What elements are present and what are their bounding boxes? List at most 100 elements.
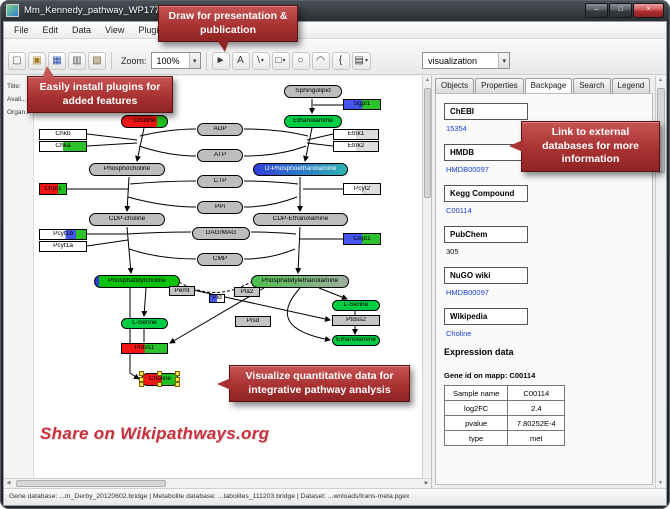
pathway-node-ctp[interactable]: CTP — [197, 175, 243, 188]
scrollbar-thumb[interactable] — [16, 480, 166, 487]
menu-plugins[interactable]: Plugins — [138, 25, 168, 35]
selection-handle[interactable] — [175, 371, 180, 376]
node-label: Ethanolamine — [293, 118, 333, 125]
selection-handle[interactable] — [139, 382, 144, 387]
backpage-link-nugo-wiki[interactable]: HMDB00097 — [446, 288, 489, 297]
select-tool-icon: ► — [215, 55, 226, 66]
pathway-node-o-phosphoethanolamine[interactable]: O-Phosphoethanolamine — [253, 163, 348, 176]
zoom-combobox[interactable]: 100% ▾ — [150, 52, 201, 69]
backpage-header-wikipedia: Wikipedia — [444, 308, 528, 325]
shape-tool-button[interactable]: □▾ — [271, 51, 290, 70]
pathway-node-adp[interactable]: ADP — [197, 123, 243, 136]
pathway-node-cept1[interactable]: Cept1 — [343, 233, 381, 245]
close-button[interactable]: × — [633, 3, 664, 18]
open-folder-button[interactable]: ▣ — [28, 51, 46, 70]
backpage-link-hmdb[interactable]: HMDB00097 — [446, 165, 489, 174]
scroll-right-icon[interactable]: ▶ — [424, 480, 429, 486]
oval-tool-button[interactable]: ○ — [291, 51, 310, 70]
pathway-node-phosphatidylethanolamine[interactable]: Phosphatidylethanolamine — [251, 275, 349, 288]
tab-properties[interactable]: Properties — [475, 78, 524, 94]
pathway-node-sgpl1[interactable]: Sgpl1 — [343, 99, 381, 110]
pathway-node-pisd[interactable]: Pisd — [235, 316, 271, 327]
backpage-link-wikipedia[interactable]: Choline — [446, 329, 472, 338]
pathway-node-etnk2[interactable]: Etnk2 — [333, 141, 379, 152]
minimize-button[interactable]: – — [585, 3, 608, 18]
pathway-node-sphingolipid[interactable]: Sphingolipid — [284, 85, 342, 98]
copy-button[interactable]: ▥ — [68, 51, 86, 70]
callout-pointer — [217, 40, 229, 53]
pathway-node-ppi[interactable]: PPi — [197, 201, 243, 214]
pathway-node-pemt[interactable]: Pemt — [169, 286, 195, 296]
pathway-node-pcyt2[interactable]: Pcyt2 — [343, 183, 381, 195]
tab-legend[interactable]: Legend — [611, 78, 651, 94]
node-label: Ptdss1 — [134, 345, 155, 352]
selection-handle[interactable] — [175, 382, 180, 387]
canvas-horizontal-scrollbar[interactable]: ◀ ▶ — [4, 478, 431, 488]
backpage-link-kegg-compound[interactable]: C00114 — [446, 206, 472, 215]
selection-handle[interactable] — [157, 371, 162, 376]
pathway-node-pld[interactable]: Pld — [209, 294, 225, 303]
arc-tool-button[interactable]: ◠ — [311, 51, 330, 70]
pathway-node-phosphatidylcholine[interactable]: Phosphatidylcholine — [94, 275, 180, 288]
pathway-node-choline-selected[interactable]: Choline — [139, 371, 180, 387]
line-tool-button[interactable]: \▾ — [251, 51, 270, 70]
pathway-node-chkb[interactable]: Chkb — [39, 129, 87, 140]
pathway-node-choline-top[interactable]: Choline — [121, 115, 168, 128]
scrollbar-thumb[interactable] — [424, 88, 431, 198]
selection-handle[interactable] — [139, 376, 144, 382]
pathway-node-phosphocholine[interactable]: Phosphocholine — [89, 163, 165, 176]
menu-edit[interactable]: Edit — [42, 25, 59, 35]
scroll-down-icon[interactable]: ▼ — [658, 480, 663, 486]
title-bar[interactable]: Mm_Kennedy_pathway_WP1771_45176.gpml – □… — [0, 0, 670, 21]
menu-file[interactable]: File — [14, 25, 29, 35]
save-button[interactable]: ▦ — [48, 51, 66, 70]
pathway-node-pcyt1b[interactable]: Pcyt1b — [39, 229, 87, 240]
template-tool-button[interactable]: ▤▾ — [351, 51, 371, 70]
new-file-button[interactable]: ▢ — [8, 51, 26, 70]
pathway-node-l-serine-left[interactable]: L-Serine — [121, 318, 168, 329]
pathway-node-ptdss1[interactable]: Ptdss1 — [121, 343, 168, 354]
scroll-up-icon[interactable]: ▲ — [658, 77, 663, 83]
pathway-node-chka[interactable]: Chka — [39, 141, 87, 152]
maximize-button[interactable]: □ — [609, 3, 632, 18]
pathway-edges — [67, 99, 358, 380]
backpage-link-chebi[interactable]: 15354 — [446, 124, 467, 133]
pathway-node-dag-mag[interactable]: DAG/MAG — [192, 227, 250, 240]
node-label: Sgpl1 — [353, 101, 371, 108]
node-label: Pld — [212, 295, 222, 302]
main-area: Title:Avail...Organ... — [4, 76, 666, 488]
pathway-node-cdp-choline[interactable]: CDP-choline — [89, 213, 165, 226]
pathway-node-l-serine-right[interactable]: L-Serine — [332, 300, 380, 311]
pathway-node-atp[interactable]: ATP — [197, 149, 243, 162]
pathway-node-cmp[interactable]: CMP — [197, 253, 243, 266]
pathway-node-ethanolamine-bottom[interactable]: Ethanolamine — [332, 335, 380, 346]
scroll-left-icon[interactable]: ◀ — [6, 480, 11, 486]
menu-data[interactable]: Data — [72, 25, 92, 35]
scroll-up-icon[interactable]: ▲ — [425, 77, 430, 83]
pathway-node-ethanolamine-top[interactable]: Ethanolamine — [284, 115, 342, 128]
node-label: ATP — [213, 152, 227, 159]
pathway-node-ptdss2[interactable]: Ptdss2 — [332, 315, 380, 326]
brace-tool-button[interactable]: { — [331, 51, 350, 70]
node-label: L-Serine — [132, 320, 157, 327]
node-label: Cept1 — [353, 235, 371, 242]
tab-backpage[interactable]: Backpage — [524, 78, 573, 94]
selection-handle[interactable] — [157, 382, 162, 387]
select-tool-button[interactable]: ► — [211, 51, 230, 70]
tab-search[interactable]: Search — [573, 78, 611, 94]
paste-button[interactable]: ▧ — [88, 51, 106, 70]
pathway-node-pla2[interactable]: Pla2 — [234, 287, 260, 297]
node-label: Phosphocholine — [103, 166, 151, 173]
pathway-node-etnk1[interactable]: Etnk1 — [333, 129, 379, 140]
menu-view[interactable]: View — [105, 25, 125, 35]
pathway-node-pcyt1a[interactable]: Pcyt1a — [39, 241, 87, 252]
text-label-tool-button[interactable]: A — [231, 51, 250, 70]
pathway-node-chpt1[interactable]: Chpt1 — [39, 183, 67, 195]
visualization-combobox[interactable]: visualization ▾ — [422, 52, 510, 69]
selection-handle[interactable] — [175, 376, 180, 382]
save-icon: ▦ — [52, 55, 62, 66]
pathway-node-cdp-ethanolamine[interactable]: CDP-Ethanolamine — [253, 213, 348, 226]
tab-objects[interactable]: Objects — [435, 78, 475, 94]
selection-handle[interactable] — [139, 371, 144, 376]
